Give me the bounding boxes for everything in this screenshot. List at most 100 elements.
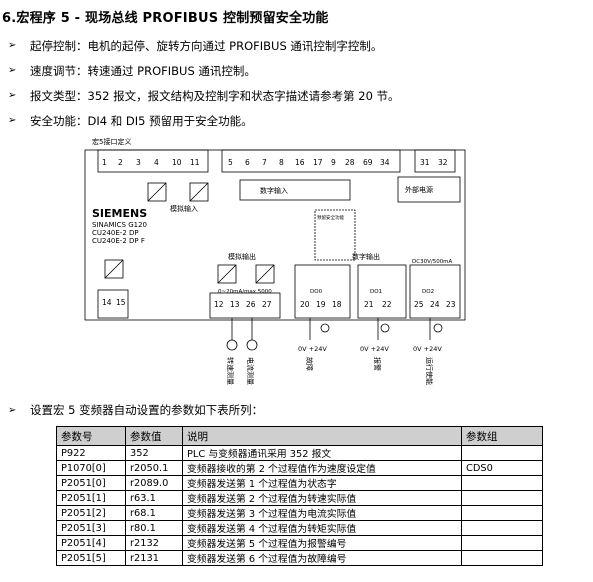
arrow-icon: ➢ [8,65,17,76]
terminal-number: 25 [414,300,424,309]
table-cell: r68.1 [125,505,183,521]
table-cell: r80.1 [125,520,183,536]
table-cell: 变频器发送第 1 个过程值为状态字 [182,475,462,491]
model-line: SINAMICS G120 [92,221,147,229]
voltage-label: 0V +24V [360,345,389,353]
terminal-number: 11 [190,158,200,167]
table-cell: 352 [125,445,183,461]
terminal-number: 69 [363,158,373,167]
digital-output-label: 数字输出 [352,252,380,261]
terminal-number: 20 [300,300,310,309]
terminal-number: 22 [382,300,392,309]
terminal-number: 10 [172,158,182,167]
bullet-text: 安全功能：DI4 和 DI5 预留用于安全功能。 [30,113,253,128]
table-cell [461,490,543,506]
digital-input-label: 数字输入 [260,186,288,195]
do-label: DO2 [422,289,434,295]
table-cell: 变频器发送第 5 个过程值为报警编号 [182,535,462,551]
terminal-number: 27 [262,300,272,309]
terminal-number: 24 [430,300,440,309]
column-header: 参数组 [461,426,543,446]
table-cell: P1070[0] [56,460,126,476]
alarm-label: 报警 [373,357,382,371]
do-label: DO0 [310,289,323,295]
bullet-text: 起停控制：电机的起停、旋转方向通过 PROFIBUS 通讯控制字控制。 [30,38,383,53]
arrow-icon: ➢ [8,404,17,416]
terminal-number: 34 [380,158,390,167]
arrow-icon: ➢ [8,115,17,126]
analog-output-label: 模拟输出 [228,252,256,261]
terminal-number: 2 [118,158,123,167]
model-line: CU240E-2 DP [92,229,139,237]
table-cell: r2050.1 [125,460,183,476]
analog-input-label: 模拟输入 [170,204,198,213]
terminal-number: 5 [228,158,233,167]
table-cell [461,535,543,551]
safety-box-label: 预留安全功能 [317,214,344,221]
terminal-number: 16 [295,158,305,167]
list-item: ➢ 报文类型：352 报文，报文结构及控制字和状态字描述请参考第 20 节。 [8,83,400,108]
list-item: ➢ 速度调节：转速通过 PROFIBUS 通讯控制。 [8,58,400,83]
params-intro-text: 设置宏 5 变频器自动设置的参数如下表所列： [30,403,264,417]
table-cell: P2051[1] [56,490,126,506]
terminal-number: 17 [313,158,323,167]
table-cell [461,550,543,566]
table-cell: 变频器发送第 4 个过程值为转矩实际值 [182,520,462,536]
table-cell: P2051[5] [56,550,126,566]
table-cell [461,520,543,536]
terminal-number: 3 [136,158,141,167]
bullet-list: ➢ 起停控制：电机的起停、旋转方向通过 PROFIBUS 通讯控制字控制。 ➢ 速度… [8,33,400,133]
table-cell: r2089.0 [125,475,183,491]
table-cell [461,445,543,461]
terminal-number: 31 [420,158,430,167]
table-cell: CDS0 [461,460,543,476]
running-label: 运行使能 [425,357,434,385]
table-cell: r2132 [125,535,183,551]
terminal-number: 23 [446,300,456,309]
model-line: CU240E-2 DP F [92,237,145,245]
bullet-text: 报文类型：352 报文，报文结构及控制字和状态字描述请参考第 20 节。 [30,88,400,103]
wiring-diagram: 宏5接口定义 模拟输入 数字输入 外部电源 模拟输出 数字输出 SIEMENS … [84,137,466,385]
terminal-number: 32 [438,158,448,167]
ao-range: 0~20mA/max.5000 [218,289,272,295]
table-cell [461,505,543,521]
table-cell: PLC 与变频器通讯采用 352 报文 [182,445,462,461]
page-title: 6.宏程序 5 - 现场总线 PROFIBUS 控制预留安全功能 [2,11,329,26]
terminal-number: 21 [364,300,374,309]
voltage-label: 0V +24V [298,345,327,353]
do-label: DO1 [370,289,382,295]
speed-meter-label: 转速测量 [226,357,235,385]
terminal-number: 15 [116,298,126,307]
terminal-number: 28 [345,158,355,167]
terminal-number: 7 [262,158,267,167]
table-cell: r2131 [125,550,183,566]
params-intro: ➢ 设置宏 5 变频器自动设置的参数如下表所列： [8,402,263,418]
table-cell [461,475,543,491]
table-cell: P2051[2] [56,505,126,521]
terminal-number: 19 [316,300,326,309]
table-cell: 变频器发送第 2 个过程值为转速实际值 [182,490,462,506]
macro-label: 宏5接口定义 [92,137,131,146]
terminal-number: 9 [331,158,336,167]
table-cell: P922 [56,445,126,461]
terminal-number: 8 [279,158,284,167]
do-rating: DC30V/500mA [412,259,453,265]
bullet-text: 速度调节：转速通过 PROFIBUS 通讯控制。 [30,63,256,78]
column-header: 说明 [182,426,462,446]
arrow-icon: ➢ [8,90,17,101]
terminal-number: 12 [214,300,224,309]
list-item: ➢ 安全功能：DI4 和 DI5 预留用于安全功能。 [8,108,400,133]
table-cell: r63.1 [125,490,183,506]
table-cell: P2051[3] [56,520,126,536]
terminal-number: 18 [332,300,342,309]
table-cell: 变频器发送第 3 个过程值为电流实际值 [182,505,462,521]
ext-power-label: 外部电源 [405,185,433,194]
terminal-number: 6 [245,158,250,167]
